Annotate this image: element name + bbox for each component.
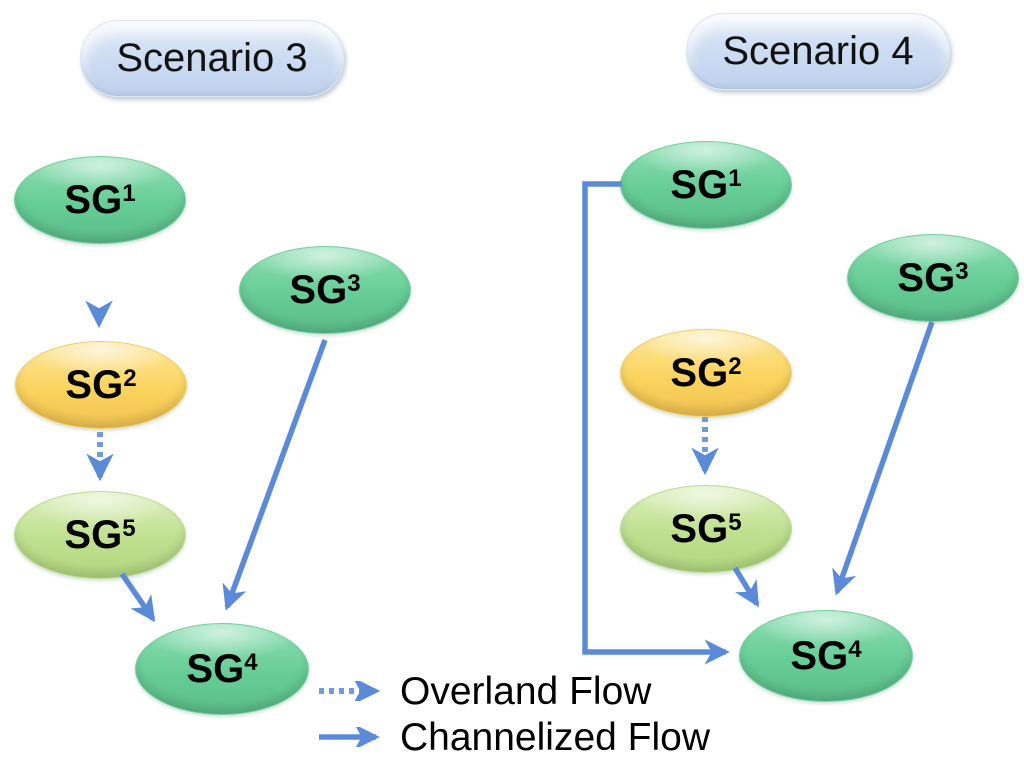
- scenario3-title: Scenario 3: [116, 36, 308, 80]
- edge-s4-sg5-sg4-channelized: [732, 566, 760, 608]
- channelized-flow-arrow-icon: [319, 727, 380, 747]
- scenario3-node-sg5: SG5: [14, 491, 186, 579]
- scenario4-node-sg5: SG5: [620, 485, 792, 573]
- node-label: SG2: [670, 350, 742, 395]
- scenario3-node-sg2: SG2: [15, 341, 187, 429]
- legend-label-channelized: Channelized Flow: [400, 715, 711, 759]
- node-label: SG4: [790, 633, 862, 678]
- node-label: SG5: [64, 512, 136, 557]
- node-label: SG4: [186, 646, 258, 691]
- scenario4-title: Scenario 4: [722, 29, 914, 73]
- scenario3-title-pill: Scenario 3: [80, 20, 344, 97]
- node-label: SG3: [289, 267, 361, 312]
- node-label: SG1: [64, 177, 136, 222]
- edge-s4-sg3-sg4-channelized: [832, 321, 935, 596]
- node-label: SG3: [897, 255, 969, 300]
- scenario4-node-sg3: SG3: [847, 234, 1019, 322]
- legend-label-overland: Overland Flow: [400, 669, 652, 713]
- edge-s3-sg5-sg4-channelized: [119, 572, 156, 623]
- edge-s4-sg1-sg4-channelized: [582, 181, 730, 665]
- edge-s3-sg3-sg4-channelized: [222, 339, 328, 611]
- legend: Overland Flow Channelized Flow: [316, 668, 710, 760]
- scenario4-node-sg4: SG4: [739, 610, 913, 702]
- scenario3-node-sg4: SG4: [135, 623, 309, 715]
- scenario4-node-sg2: SG2: [620, 329, 792, 417]
- scenario4-title-pill: Scenario 4: [686, 13, 950, 90]
- node-label: SG1: [670, 162, 742, 207]
- node-label: SG5: [670, 506, 742, 551]
- legend-row-channelized: Channelized Flow: [316, 714, 710, 760]
- overland-flow-arrow-icon: [319, 681, 381, 701]
- node-label: SG2: [65, 362, 137, 407]
- scenario3-node-sg3: SG3: [239, 246, 411, 334]
- scenario4-node-sg1: SG1: [620, 141, 792, 229]
- scenario3-node-sg1: SG1: [14, 156, 186, 244]
- legend-row-overland: Overland Flow: [316, 668, 710, 714]
